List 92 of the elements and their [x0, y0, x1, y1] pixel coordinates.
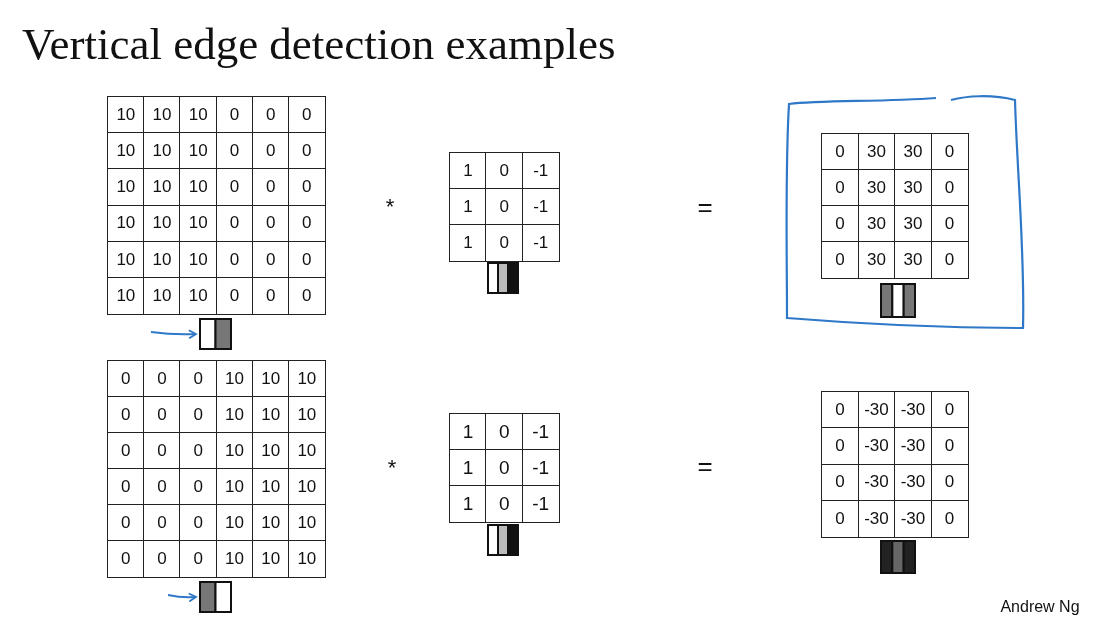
matrix-cell: -1	[521, 188, 560, 226]
matrix-cell: -30	[894, 499, 932, 538]
matrix-cell: 0	[143, 504, 181, 542]
matrix-cell: 0	[930, 499, 969, 538]
matrix-cell: 0	[821, 427, 859, 466]
matrix-cell: 1	[449, 449, 487, 487]
slide-title: Vertical edge detection examples	[22, 18, 616, 70]
matrix-cell: 0	[143, 396, 181, 434]
matrix-cell: 0	[179, 396, 218, 434]
matrix-cell: 0	[821, 391, 859, 429]
matrix-cell: 10	[143, 132, 181, 170]
matrix-cell: 1	[449, 224, 487, 262]
matrix-cell: -1	[521, 485, 560, 523]
matrix-cell: 0	[143, 432, 181, 470]
arrow	[150, 329, 197, 340]
matrix-cell: 0	[179, 504, 218, 542]
matrix-cell: 1	[449, 188, 487, 226]
matrix-cell: 0	[107, 540, 145, 578]
matrix-cell: 0	[107, 468, 145, 506]
matrix-cell: 10	[179, 132, 218, 170]
matrix-cell: 0	[930, 205, 969, 243]
convolution-operator: *	[385, 194, 395, 220]
matrix-cell: 10	[288, 432, 326, 470]
matrix-cell: 0	[179, 432, 218, 470]
matrix-cell: 10	[179, 96, 218, 134]
matrix-cell: 0	[930, 391, 969, 429]
matrix-cell: 0	[288, 277, 326, 315]
matrix-cell: 10	[143, 277, 181, 315]
matrix-cell: 0	[485, 224, 524, 262]
author-name: Andrew Ng	[1000, 598, 1080, 616]
matrix-cell: 0	[288, 168, 326, 207]
matrix-cell: 0	[179, 540, 218, 578]
equals-sign: =	[697, 191, 713, 223]
shaded-bars-icon	[199, 318, 232, 350]
matrix-cell: 10	[288, 396, 326, 434]
matrix-cell: 0	[485, 449, 524, 487]
matrix-cell: 0	[821, 241, 859, 279]
matrix-cell: 10	[288, 468, 326, 506]
matrix-cell: 30	[894, 205, 932, 243]
matrix-cell: 1	[449, 152, 487, 190]
matrix-cell: 1	[449, 413, 487, 451]
matrix-cell: -1	[521, 152, 560, 190]
matrix-cell: 30	[894, 169, 932, 207]
matrix-cell: 0	[485, 188, 524, 226]
matrix-cell: 0	[485, 152, 524, 190]
convolution-operator: *	[387, 455, 397, 481]
matrix-cell: -1	[521, 224, 560, 262]
matrix-cell: 0	[288, 132, 326, 170]
matrix-cell: -30	[894, 391, 932, 429]
matrix-cell: 0	[143, 360, 181, 398]
matrix-cell: 0	[107, 360, 145, 398]
matrix-cell: 30	[857, 241, 896, 279]
matrix-cell: 10	[179, 277, 218, 315]
matrix-cell: 30	[894, 133, 932, 171]
matrix-cell: 0	[485, 413, 524, 451]
matrix-cell: 10	[143, 168, 181, 207]
matrix-cell: 0	[821, 133, 859, 171]
matrix-cell: 10	[215, 540, 254, 578]
matrix-cell: 30	[894, 241, 932, 279]
matrix-cell: 0	[107, 396, 145, 434]
equals-sign: =	[697, 450, 713, 482]
matrix-cell: -1	[521, 449, 560, 487]
matrix-cell: 10	[288, 540, 326, 578]
matrix-cell: 0	[821, 205, 859, 243]
matrix-cell: 10	[179, 168, 218, 207]
matrix-cell: 10	[251, 540, 290, 578]
matrix-cell: 10	[107, 132, 145, 170]
matrix-cell: -30	[894, 427, 932, 466]
arrow	[167, 592, 197, 603]
matrix-cell: 10	[107, 168, 145, 207]
matrix-cell: 0	[821, 169, 859, 207]
matrix-cell: 0	[485, 485, 524, 523]
matrix-cell: 10	[143, 96, 181, 134]
matrix-cell: 0	[930, 241, 969, 279]
matrix-cell: 0	[107, 432, 145, 470]
matrix-cell: 0	[143, 468, 181, 506]
matrix-cell: 0	[179, 468, 218, 506]
matrix-cell: 0	[821, 499, 859, 538]
matrix-cell: 10	[107, 96, 145, 134]
matrix-cell: 10	[107, 277, 145, 315]
matrix-cell: 0	[930, 169, 969, 207]
matrix-cell: 10	[288, 360, 326, 398]
matrix-cell: 0	[107, 504, 145, 542]
matrix-cell: 0	[288, 96, 326, 134]
matrix-cell: 0	[143, 540, 181, 578]
matrix-cell: 0	[930, 427, 969, 466]
matrix-cell: 0	[179, 360, 218, 398]
matrix-cell: 0	[930, 133, 969, 171]
shaded-bars-icon	[199, 581, 232, 613]
matrix-cell: 1	[449, 485, 487, 523]
matrix-cell: 10	[288, 504, 326, 542]
matrix-cell: -1	[521, 413, 560, 451]
